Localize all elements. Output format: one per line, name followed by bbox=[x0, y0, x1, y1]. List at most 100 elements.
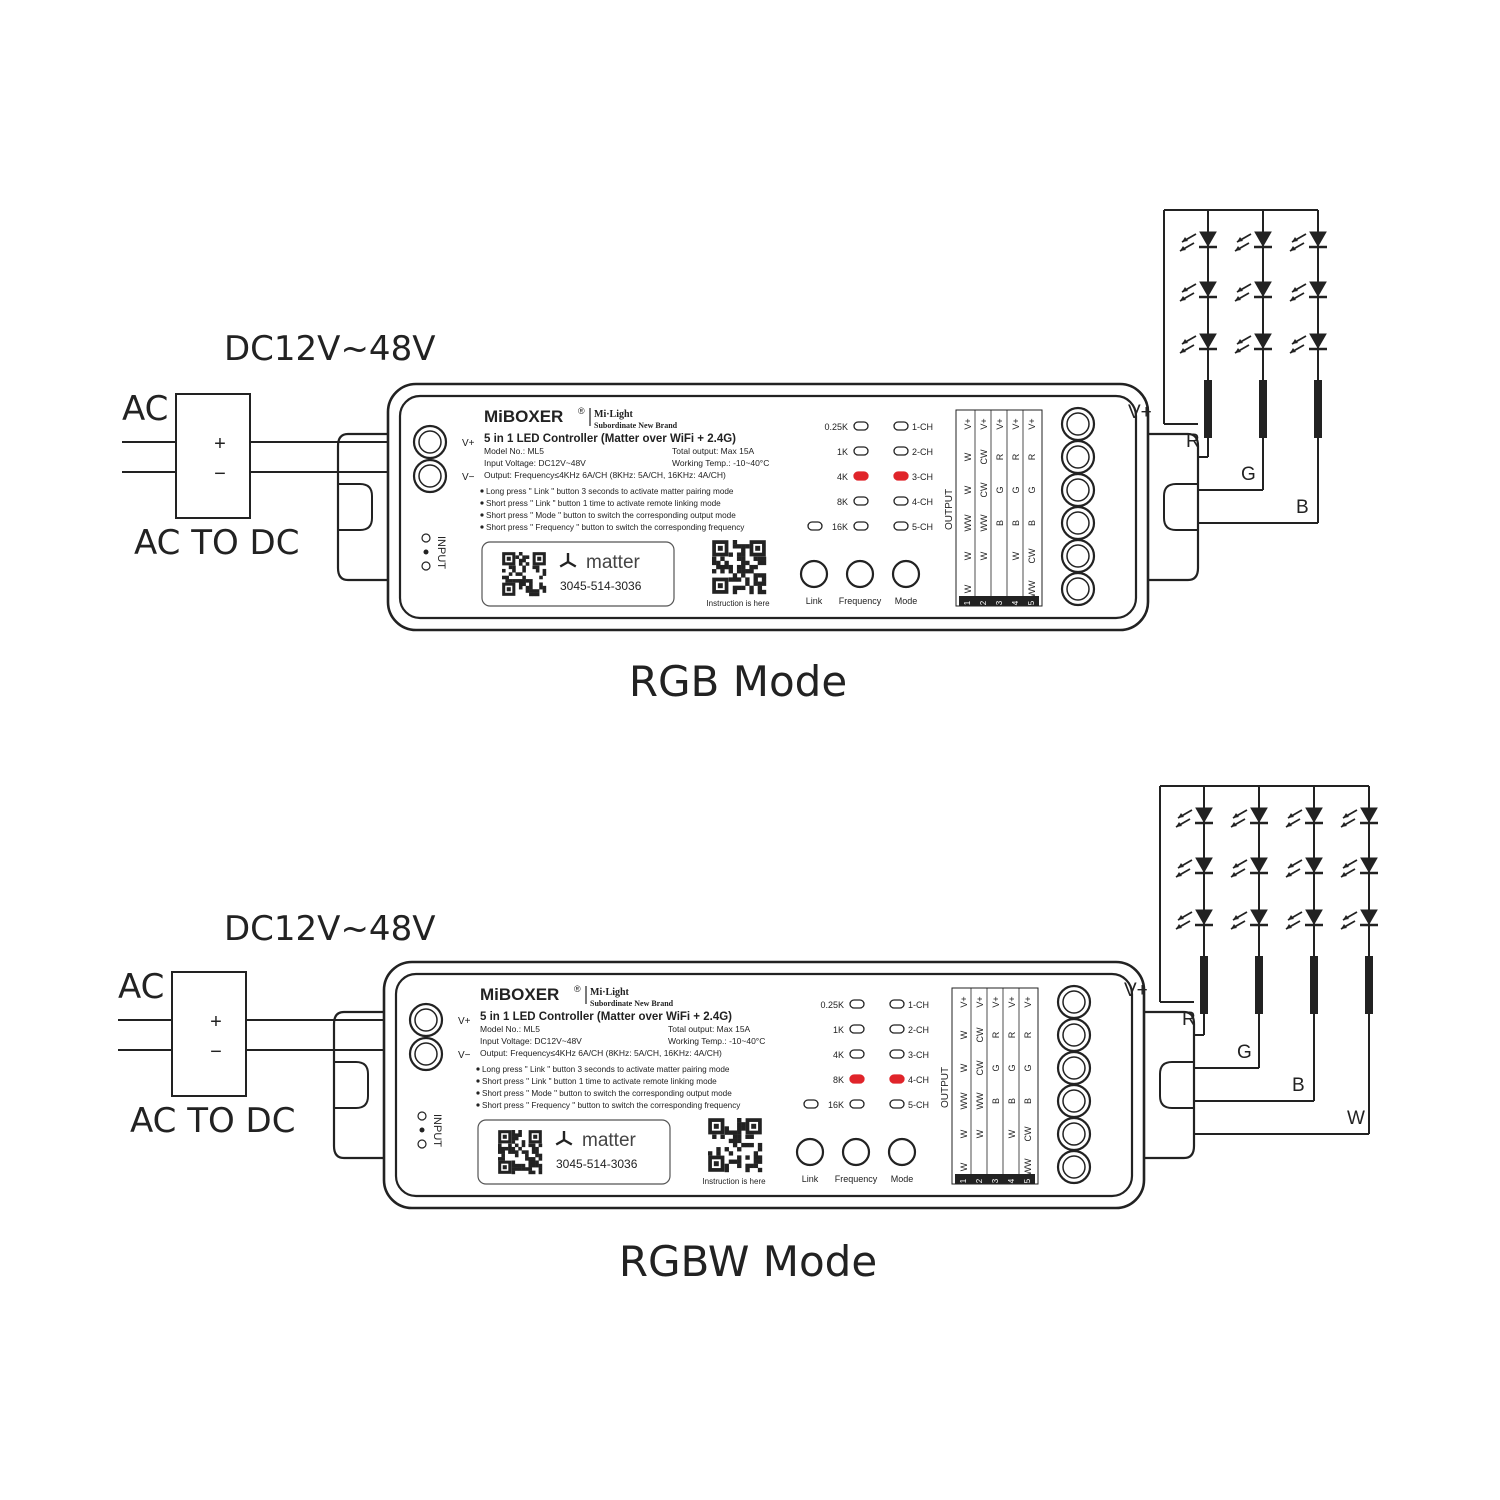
channel-indicator bbox=[889, 999, 905, 1009]
qr-module bbox=[542, 572, 547, 576]
product-name: 5 in 1 LED Controller (Matter over WiFi … bbox=[484, 433, 736, 445]
qr-module bbox=[532, 589, 537, 593]
qr-module bbox=[745, 1142, 750, 1148]
diode-triangle bbox=[1305, 909, 1323, 926]
qr-module bbox=[522, 565, 526, 570]
qr-module bbox=[728, 1130, 734, 1135]
channel-label: 5-CH bbox=[912, 522, 933, 532]
qr-module bbox=[505, 575, 509, 580]
channel-label: 3-CH bbox=[908, 1050, 929, 1060]
qr-module bbox=[511, 1170, 516, 1175]
qr-module bbox=[757, 1167, 763, 1173]
output-cell: G bbox=[1011, 486, 1021, 493]
qr-finder-center bbox=[717, 583, 723, 589]
wire-label: R bbox=[1186, 431, 1200, 452]
mounting-ear-left bbox=[332, 1010, 384, 1160]
qr-module bbox=[525, 589, 530, 593]
button-label: Link bbox=[806, 596, 823, 606]
frequency-button bbox=[845, 559, 875, 589]
output-cell: W bbox=[963, 584, 973, 593]
output-cell: R bbox=[995, 453, 1005, 460]
frequency-label: 1K bbox=[833, 1025, 844, 1035]
qr-module bbox=[720, 1134, 725, 1139]
wire-label: B bbox=[1292, 1075, 1305, 1096]
qr-module bbox=[514, 1143, 519, 1148]
qr-module bbox=[745, 569, 750, 574]
registered-mark: ® bbox=[574, 984, 581, 994]
channel-number: 5 bbox=[1027, 600, 1036, 605]
qr-finder bbox=[708, 1155, 725, 1172]
qr-module bbox=[761, 581, 767, 586]
diode-triangle bbox=[1250, 807, 1268, 824]
channel-number-cell bbox=[1019, 1174, 1035, 1184]
diode-triangle bbox=[1305, 857, 1323, 874]
light-arrow-head bbox=[1178, 863, 1184, 868]
led-diode-icon bbox=[1230, 857, 1268, 878]
light-arrow-head bbox=[1288, 915, 1294, 920]
qr-module bbox=[745, 581, 750, 586]
qr-module bbox=[728, 1151, 734, 1156]
sub-brand-tagline: Subordinate New Brand bbox=[590, 999, 674, 1008]
qr-module bbox=[521, 1150, 526, 1154]
qr-module bbox=[736, 544, 742, 549]
qr-module bbox=[531, 1143, 536, 1148]
qr-module bbox=[511, 1150, 516, 1154]
instruction-line: Long press " Link " button 3 seconds to … bbox=[486, 487, 734, 496]
frequency-indicator bbox=[853, 421, 869, 431]
qr-module bbox=[529, 582, 533, 587]
qr-module bbox=[724, 1147, 729, 1152]
instruction-line: Short press " Frequency " button to swit… bbox=[486, 523, 745, 532]
qr-module bbox=[749, 589, 754, 595]
qr-module bbox=[511, 1136, 516, 1141]
resistor bbox=[1255, 956, 1263, 1014]
frequency-label: 8K bbox=[837, 497, 848, 507]
instruction-qr-code bbox=[712, 540, 767, 595]
qr-module bbox=[508, 565, 513, 570]
channel-indicator bbox=[893, 471, 909, 481]
model-number: Model No.: ML5 bbox=[480, 1024, 540, 1034]
qr-module bbox=[724, 1130, 729, 1135]
frequency-indicator bbox=[853, 496, 869, 506]
input-label: INPUT bbox=[431, 1114, 443, 1147]
qr-module bbox=[518, 1167, 522, 1171]
qr-finder bbox=[498, 1160, 512, 1174]
output-cell: W bbox=[959, 1030, 969, 1039]
led-diode-icon bbox=[1285, 807, 1323, 828]
channel-indicator bbox=[893, 446, 909, 456]
led-diode-icon bbox=[1289, 281, 1327, 302]
light-arrow-head bbox=[1176, 872, 1182, 877]
light-arrow-head bbox=[1233, 863, 1239, 868]
screw-slot-right bbox=[1163, 483, 1198, 531]
qr-module bbox=[712, 556, 717, 561]
qr-caption: Instruction is here bbox=[702, 1177, 766, 1186]
output-cell: V+ bbox=[1027, 418, 1037, 429]
ac-label: AC bbox=[118, 967, 164, 1007]
qr-module bbox=[501, 1153, 505, 1158]
status-indicator bbox=[803, 1099, 819, 1109]
diode-triangle bbox=[1360, 909, 1378, 926]
qr-module bbox=[514, 1167, 519, 1171]
channel-number-cell bbox=[975, 596, 991, 606]
led-diode-icon bbox=[1340, 857, 1378, 878]
qr-module bbox=[522, 555, 526, 559]
qr-module bbox=[525, 1157, 529, 1161]
channel-indicator bbox=[889, 1074, 905, 1084]
output-cell: G bbox=[991, 1064, 1001, 1071]
frequency-indicator bbox=[849, 1074, 865, 1084]
qr-module bbox=[732, 1130, 738, 1135]
qr-module bbox=[518, 1146, 522, 1151]
qr-finder bbox=[528, 1130, 542, 1144]
qr-module bbox=[753, 1163, 759, 1169]
dc-polarity-icon bbox=[417, 1111, 427, 1121]
qr-module bbox=[757, 1155, 763, 1160]
qr-finder bbox=[745, 1118, 762, 1135]
qr-module bbox=[757, 1147, 763, 1152]
qr-module bbox=[749, 585, 754, 591]
qr-module bbox=[736, 552, 742, 557]
input-pin-label: V+ bbox=[462, 438, 475, 449]
mounting-ear-right bbox=[1148, 432, 1200, 582]
qr-module bbox=[737, 1122, 742, 1127]
channel-number: 1 bbox=[959, 1178, 968, 1183]
matter-qr-code bbox=[498, 1130, 543, 1175]
